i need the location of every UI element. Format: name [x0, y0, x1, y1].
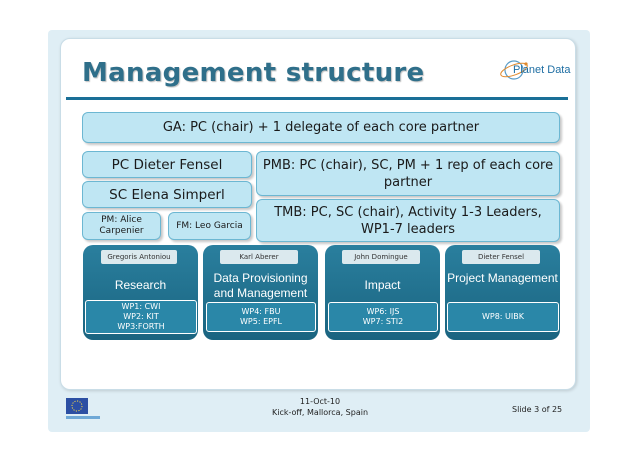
- planet-data-logo: [500, 60, 528, 80]
- activity-title: Project Management: [447, 271, 558, 285]
- activity-leader-label: Karl Aberer: [220, 250, 298, 264]
- slide-footer: 11-Oct-10 Kick-off, Mallorca, Spain: [240, 396, 400, 418]
- scientific-coordinator-box: SC Elena Simperl: [82, 181, 252, 208]
- project-coordinator-box: PC Dieter Fensel: [82, 151, 252, 178]
- logo-label: Planet Data: [513, 64, 571, 76]
- technical-management-board-box: TMB: PC, SC (chair), Activity 1-3 Leader…: [256, 199, 560, 242]
- work-package-box: WP8: UIBK: [447, 302, 559, 332]
- activity-title: Data Provisioning and Management: [213, 271, 308, 300]
- title-divider: [66, 97, 568, 100]
- activity-leader-label: Gregoris Antoniou: [101, 250, 177, 264]
- work-package-box: WP1: CWI WP2: KIT WP3:FORTH: [85, 300, 197, 334]
- eu-flag-logo: [66, 398, 100, 419]
- work-package-box: WP4: FBU WP5: EPFL: [206, 302, 316, 332]
- activity-title: Impact: [364, 278, 401, 292]
- slide-title: Management structure: [82, 58, 425, 88]
- work-package-box: WP6: IJS WP7: STI2: [328, 302, 438, 332]
- activity-leader-label: John Domingue: [342, 250, 420, 264]
- footer-event: Kick-off, Mallorca, Spain: [271, 408, 369, 417]
- activity-title: Research: [114, 278, 167, 292]
- activity-leader-label: Dieter Fensel: [462, 250, 540, 264]
- financial-manager-box: FM: Leo Garcia: [168, 212, 251, 240]
- project-manager-box: PM: Alice Carpenier: [82, 212, 161, 240]
- footer-date: 11-Oct-10: [299, 397, 341, 406]
- general-assembly-box: GA: PC (chair) + 1 delegate of each core…: [82, 112, 560, 143]
- project-management-board-box: PMB: PC (chair), SC, PM + 1 rep of each …: [256, 151, 560, 196]
- slide-number: Slide 3 of 25: [512, 405, 563, 414]
